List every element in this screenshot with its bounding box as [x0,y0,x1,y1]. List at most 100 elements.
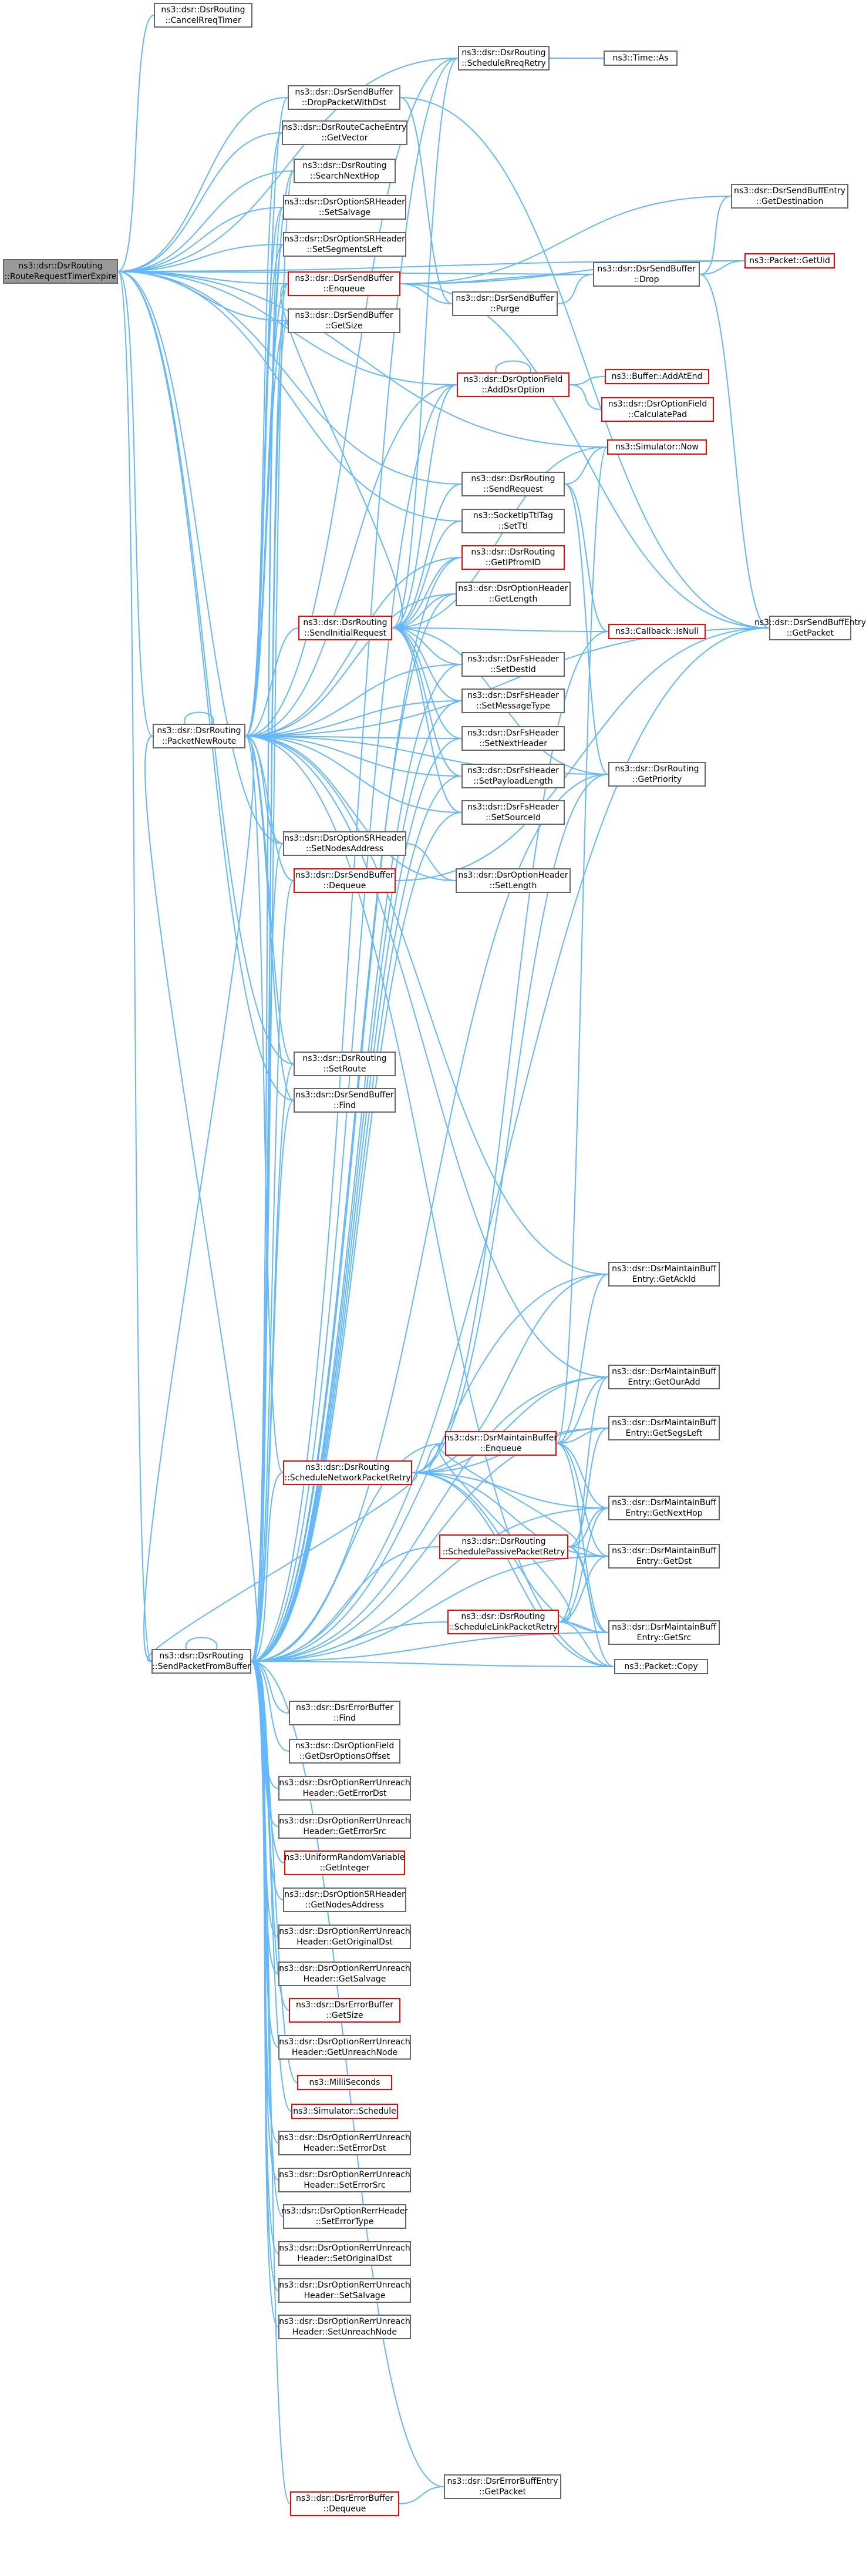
edge-send_frombuf-to-sched_passive [251,1546,440,1662]
node-sr-set-salvage[interactable]: ns3::dsr::DsrOptionSRHeader::SetSalvage [283,195,406,220]
node-buffer-addatend[interactable]: ns3::Buffer::AddAtEnd [605,369,709,384]
edge-root-to-sr_setsalvage [117,207,284,272]
node-errorbuffer-find[interactable]: ns3::dsr::DsrErrorBuffer::Find [289,1701,400,1725]
node-fsheader-setdestid[interactable]: ns3::dsr::DsrFsHeader::SetDestId [461,652,565,677]
edge-send_frombuf-to-of_getoffset [251,1661,289,1752]
node-errorbuffentry-getpacket[interactable]: ns3::dsr::DsrErrorBuffEntry::GetPacket [444,2474,561,2499]
node-schedule-rreq-retry[interactable]: ns3::dsr::DsrRouting::ScheduleRreqRetry [458,46,550,70]
edge-send_frombuf-to-mb_enqueue [251,1443,446,1662]
node-send-request[interactable]: ns3::dsr::DsrRouting::SendRequest [461,472,565,496]
node-packet-new-route[interactable]: ns3::dsr::DsrRouting::PacketNewRoute [153,724,245,748]
node-milliseconds[interactable]: ns3::MilliSeconds [297,2075,392,2090]
node-optionfield-calculatepad[interactable]: ns3::dsr::DsrOptionField::CalculatePad [601,397,714,422]
node-sendbuffer-drop[interactable]: ns3::dsr::DsrSendBuffer::Drop [593,262,700,287]
node-sr-get-nodes-address[interactable]: ns3::dsr::DsrOptionSRHeader::GetNodesAdd… [283,1888,406,1912]
node-sendbuffer-find[interactable]: ns3::dsr::DsrSendBuffer::Find [294,1088,396,1113]
node-get-ip-from-id[interactable]: ns3::dsr::DsrRouting::GetIPfromID [461,545,565,570]
node-optionheader-setlength[interactable]: ns3::dsr::DsrOptionHeader::SetLength [456,868,571,893]
node-sendbuffentry-getpacket[interactable]: ns3::dsr::DsrSendBuffEntry::GetPacket [754,616,866,640]
edge-root-to-drop_withdst [117,97,288,272]
node-route-cache-getvector[interactable]: ns3::dsr::DsrRouteCacheEntry::GetVector [282,120,407,145]
node-sr-set-nodes-address[interactable]: ns3::dsr::DsrOptionSRHeader::SetNodesAdd… [283,831,406,856]
edge-packet_newroute-to-send_frombuf [143,735,254,1662]
edge-packet_newroute-to-fs_setpaylen [245,735,462,777]
edge-send_frombuf-to-sched_rreq [251,58,459,1662]
edge-sched_link-to-mbe_getdst [558,1556,609,1623]
node-socket-ipttltag-setttl[interactable]: ns3::SocketIpTtlTag::SetTtl [461,509,565,533]
edge-send_frombuf-to-get_priority [251,774,609,1662]
edge-sb_drop-to-sbe_getdest [699,196,732,275]
node-fsheader-setsourceid[interactable]: ns3::dsr::DsrFsHeader::SetSourceId [461,800,565,825]
node-uniformrandomvariable-getinteger[interactable]: ns3::UniformRandomVariable::GetInteger [284,1850,405,1875]
edge-send_initial-to-send_request [392,483,462,629]
node-cancel-rreq-timer[interactable]: ns3::dsr::DsrRouting::CancelRreqTimer [154,3,252,28]
edge-root-to-send_request [117,271,462,485]
edge-send_initial-to-sim_now [392,446,608,629]
edge-packet_newroute-to-sb_dequeue [245,735,294,881]
node-rerrheader-seterrortype[interactable]: ns3::dsr::DsrOptionRerrHeader::SetErrorT… [281,2204,408,2229]
node-sr-set-segments-left[interactable]: ns3::dsr::DsrOptionSRHeader::SetSegments… [283,232,406,257]
node-callback-isnull[interactable]: ns3::Callback::IsNull [608,624,706,639]
edge-mb_enqueue-to-mbe_getdst [556,1443,609,1557]
node-simulator-now[interactable]: ns3::Simulator::Now [607,439,707,455]
node-sendbuffer-enqueue[interactable]: ns3::dsr::DsrSendBuffer::Enqueue [288,271,400,296]
node-packet-getuid[interactable]: ns3::Packet::GetUid [744,253,835,268]
node-set-route[interactable]: ns3::dsr::DsrRouting::SetRoute [294,1052,396,1076]
node-schedule-link-packet-retry[interactable]: ns3::dsr::DsrRouting::ScheduleLinkPacket… [447,1610,559,1634]
node-sendbuffentry-getdestination[interactable]: ns3::dsr::DsrSendBuffEntry::GetDestinati… [731,184,848,209]
node-errorbuffer-getsize[interactable]: ns3::dsr::DsrErrorBuffer::GetSize [289,1998,400,2023]
node-errorbuffer-dequeue[interactable]: ns3::dsr::DsrErrorBuffer::Dequeue [290,2491,399,2516]
node-optionfield-getdsroptionsoffset[interactable]: ns3::dsr::DsrOptionField::GetDsrOptionsO… [289,1739,400,1764]
edge-sched_passive-to-mbe_getsegleft [568,1428,609,1547]
node-drop-packet-with-dst[interactable]: ns3::dsr::DsrSendBuffer::DropPacketWithD… [288,85,400,110]
node-search-next-hop[interactable]: ns3::dsr::DsrRouting::SearchNextHop [294,159,396,183]
node-route-request-timer-expire[interactable]: ns3::dsr::DsrRouting::RouteRequestTimerE… [3,259,118,284]
edge-send_frombuf-to-set_route [251,1063,294,1662]
edge-send_initial-to-fs_setdestid [392,627,462,665]
edge-sb_drop-to-sbe_getpacket [699,274,770,629]
edge-send_frombuf-to-of_adddsr [251,384,457,1662]
edge-send_frombuf-to-mbe_getouradd [251,1376,609,1662]
edge-send_frombuf-to-mbe_getdst [251,1556,609,1662]
node-optionheader-getlength[interactable]: ns3::dsr::DsrOptionHeader::GetLength [456,582,571,606]
node-sendbuffer-purge[interactable]: ns3::dsr::DsrSendBuffer::Purge [452,291,558,316]
node-fsheader-setpayloadlength[interactable]: ns3::dsr::DsrFsHeader::SetPayloadLength [461,764,565,788]
node-packet-copy[interactable]: ns3::Packet::Copy [614,1659,708,1674]
node-maintainbuffer-enqueue[interactable]: ns3::dsr::DsrMaintainBuffer::Enqueue [444,1431,557,1456]
node-time-as[interactable]: ns3::Time::As [604,51,678,66]
node-send-initial-request[interactable]: ns3::dsr::DsrRouting::SendInitialRequest [298,616,392,640]
edge-sb_enqueue-to-sbe_getpacket [400,283,770,629]
node-schedule-network-packet-retry[interactable]: ns3::dsr::DsrRouting::ScheduleNetworkPac… [283,1460,412,1485]
edge-send_frombuf-to-sb_find [251,1100,294,1662]
edge-packet_newroute-to-of_adddsr [245,384,457,737]
edge-packet_newroute-to-sched_network [245,735,284,1473]
node-optionfield-adddsroption[interactable]: ns3::dsr::DsrOptionField::AddDsrOption [457,372,570,397]
node-fsheader-setmessagetype[interactable]: ns3::dsr::DsrFsHeader::SetMessageType [461,688,565,713]
edge-sb_purge-to-sb_drop [557,274,594,304]
node-send-packet-from-buffer[interactable]: ns3::dsr::DsrRouting::SendPacketFromBuff… [151,1649,251,1674]
node-sendbuffer-dequeue[interactable]: ns3::dsr::DsrSendBuffer::Dequeue [294,868,396,893]
edge-eb_dequeue-to-ebe_getpacket [399,2486,444,2504]
node-get-priority[interactable]: ns3::dsr::DsrRouting::GetPriority [608,762,706,787]
node-fsheader-setnextheader[interactable]: ns3::dsr::DsrFsHeader::SetNextHeader [461,726,565,751]
node-sendbuffer-getsize[interactable]: ns3::dsr::DsrSendBuffer::GetSize [288,308,400,333]
node-simulator-schedule[interactable]: ns3::Simulator::Schedule [291,2104,398,2119]
edge-packet_newroute-to-fs_setmsgtype [245,700,462,737]
node-schedule-passive-packet-retry[interactable]: ns3::dsr::DsrRouting::SchedulePassivePac… [439,1534,568,1559]
